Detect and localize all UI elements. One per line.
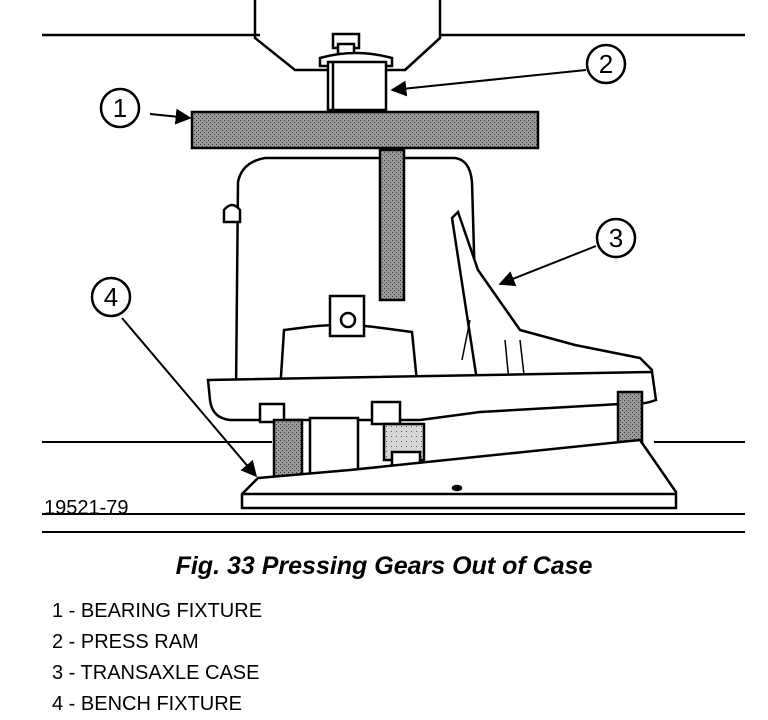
legend-item: 2 - PRESS RAM	[52, 631, 199, 653]
bearing-fixture	[190, 110, 540, 150]
callout-4: 4	[90, 276, 132, 318]
legend-item: 3 - TRANSAXLE CASE	[52, 662, 260, 684]
svg-text:1: 1	[113, 93, 127, 123]
figure-caption: Fig. 33 Pressing Gears Out of Case	[175, 552, 593, 580]
svg-text:2: 2	[599, 49, 613, 79]
callout-1: 1	[99, 87, 141, 129]
bench-fixture	[240, 438, 678, 510]
legend-item: 4 - BENCH FIXTURE	[52, 693, 243, 715]
callout-2: 2	[585, 43, 627, 85]
svg-text:4: 4	[104, 282, 118, 312]
case-flange	[206, 370, 658, 426]
leader-line-2	[390, 69, 587, 97]
leader-line-3	[498, 245, 597, 287]
bench-table	[42, 441, 745, 533]
svg-text:3: 3	[609, 223, 623, 253]
legend-list: 1 - BEARING FIXTURE 2 - PRESS RAM 3 - TR…	[52, 596, 262, 720]
leader-line-4	[121, 317, 258, 478]
leader-line-1	[149, 108, 192, 125]
press-frame	[42, 0, 745, 72]
callout-3: 3	[595, 217, 637, 259]
figure-code: 19521-79	[44, 497, 129, 519]
transaxle-case	[222, 148, 654, 402]
press-ram	[318, 32, 394, 112]
press-diagram: 1 2 3 4 19521-79	[42, 0, 745, 533]
legend-item: 1 - BEARING FIXTURE	[52, 600, 263, 622]
